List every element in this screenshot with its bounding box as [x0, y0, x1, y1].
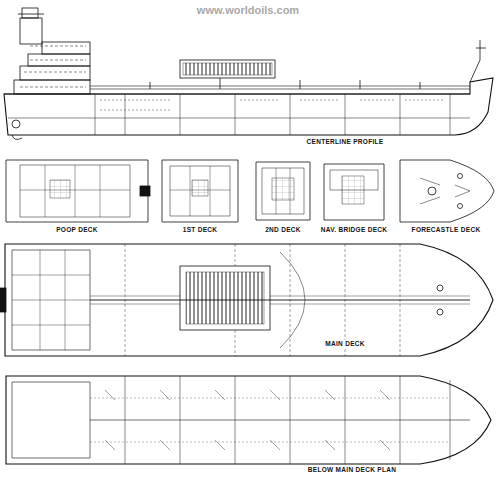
view-title: NAV. BRIDGE DECK — [319, 226, 390, 233]
poop-deck-plan — [6, 160, 150, 222]
first-deck-plan — [162, 160, 238, 222]
main-deck-plan — [0, 244, 493, 356]
nav-bridge-deck-plan — [324, 164, 384, 220]
view-title: FORECASTLE DECK — [410, 226, 483, 233]
view-title: 2ND DECK — [263, 226, 303, 233]
forecastle-deck-plan — [400, 160, 494, 222]
watermark: www.worldoils.com — [195, 4, 301, 16]
view-title: BELOW MAIN DECK PLAN — [306, 466, 398, 473]
view-title: CENTERLINE PROFILE — [305, 138, 386, 145]
below-main-deck-plan — [6, 376, 491, 464]
centerline-profile — [4, 8, 493, 139]
view-title: POOP DECK — [54, 226, 100, 233]
view-title: 1ST DECK — [181, 226, 220, 233]
view-title: MAIN DECK — [323, 340, 367, 347]
second-deck-plan — [256, 162, 310, 220]
